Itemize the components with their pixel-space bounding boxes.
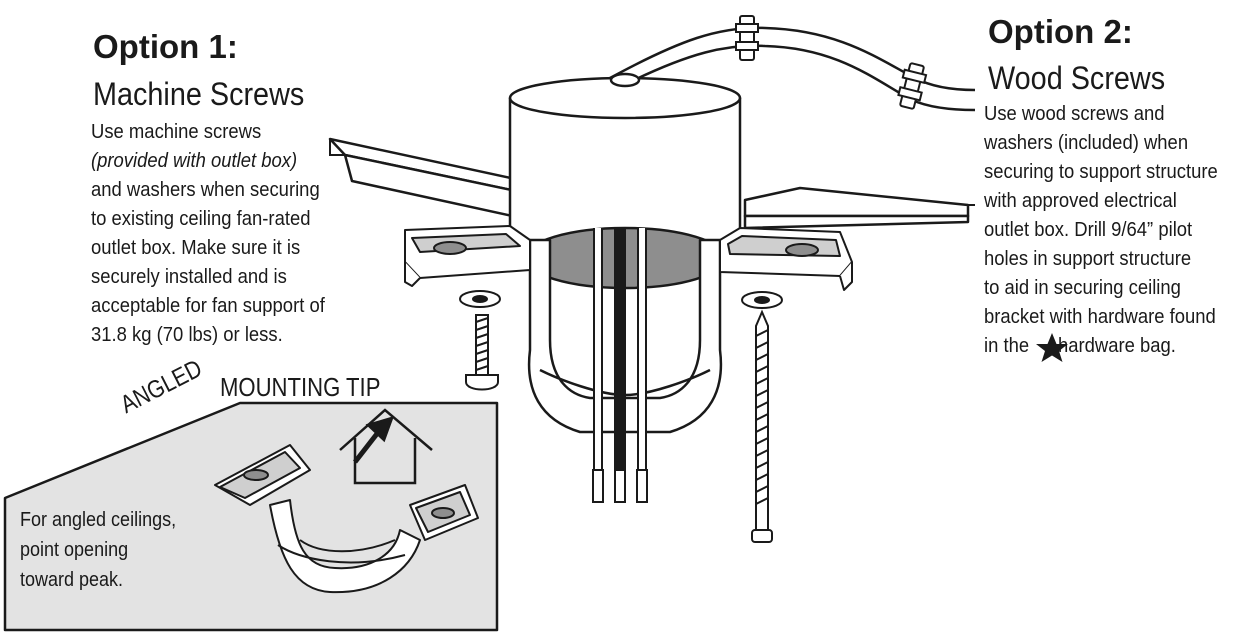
option1-leader-line: [329, 139, 345, 156]
option1-line: Use machine screws: [91, 120, 262, 143]
option2-line: holes in support structure: [984, 247, 1192, 270]
outlet-box: [508, 72, 742, 290]
option1-line: 31.8 kg (70 lbs) or less.: [91, 323, 283, 346]
option2-heading: Option 2:: [988, 13, 1133, 50]
bracket-right-ear: [719, 227, 853, 291]
wire-bundle: [592, 228, 648, 503]
tip-title: MOUNTING TIP: [220, 372, 381, 402]
electrical-cable: [609, 26, 976, 112]
option1-line: outlet box. Make sure it is: [91, 236, 301, 259]
option1-line: (provided with outlet box): [91, 149, 298, 172]
wood-screw: [751, 309, 773, 543]
option1-subheading: Machine Screws: [93, 76, 305, 112]
wood-screw-washer: [741, 291, 783, 309]
option2-description: Use wood screws and washers (included) w…: [984, 99, 1218, 360]
star-icon: [1036, 333, 1068, 362]
tip-line: For angled ceilings,: [20, 509, 177, 531]
tip-description: For angled ceilings, point opening towar…: [20, 505, 176, 595]
right-ceiling-joist: [743, 186, 970, 230]
option1-description: Use machine screws (provided with outlet…: [91, 117, 325, 349]
option2-line: with approved electrical: [984, 189, 1177, 212]
option2-last-prefix: in the: [984, 334, 1030, 357]
option1-line: and washers when securing: [91, 178, 320, 201]
option2-line: washers (included) when: [984, 131, 1189, 154]
option2-line: to aid in securing ceiling: [984, 276, 1181, 299]
house-peak-icon: [339, 408, 433, 485]
machine-screw-washer: [459, 290, 501, 308]
option2-line: Use wood screws and: [984, 102, 1165, 125]
option2-line: securing to support structure: [984, 160, 1218, 183]
option1-line: securely installed and is: [91, 265, 287, 288]
tip-line: point opening: [20, 539, 129, 561]
angled-bracket-illustration: [214, 444, 479, 594]
option2-line: outlet box. Drill 9/64” pilot: [984, 218, 1193, 241]
bracket-left-ear: [404, 225, 531, 287]
option2-last-suffix: hardware bag.: [1057, 334, 1176, 357]
cable-clamp: [735, 15, 928, 110]
option2-line: bracket with hardware found: [984, 305, 1216, 328]
left-ceiling-joist: [328, 137, 542, 224]
option1-heading: Option 1:: [93, 28, 238, 65]
option2-last-line: in the hardware bag.: [984, 331, 1218, 360]
option1-line: acceptable for fan support of: [91, 294, 325, 317]
tip-line: toward peak.: [20, 569, 124, 591]
option2-subheading: Wood Screws: [988, 60, 1166, 96]
option1-line: to existing ceiling fan-rated: [91, 207, 311, 230]
machine-screw: [465, 314, 499, 391]
